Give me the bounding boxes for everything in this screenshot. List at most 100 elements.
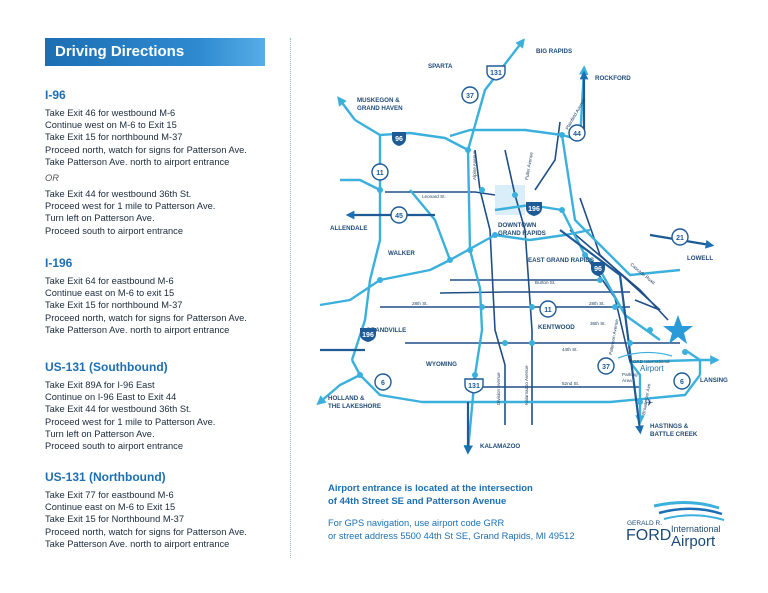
info-line: For GPS navigation, use airport code GRR: [328, 518, 505, 528]
label-walker: WALKER: [388, 250, 415, 257]
direction-step: Take Exit 89A for I-96 East: [45, 380, 155, 390]
svg-text:6: 6: [381, 380, 385, 387]
label-rockford: ROCKFORD: [595, 75, 631, 82]
label-holland: HOLLAND &: [328, 395, 365, 402]
svg-text:45: 45: [395, 213, 403, 220]
direction-step: Take Exit 77 for eastbound M-6: [45, 490, 174, 500]
direction-step: Proceed west for 1 mile to Patterson Ave…: [45, 416, 216, 427]
airport-map-label: FORD International: [630, 359, 670, 364]
label-grand-haven: GRAND HAVEN: [357, 105, 403, 112]
svg-text:37: 37: [602, 364, 610, 371]
route-shields: 96 196 196 96 131 131 37 37 44 11 11 45 …: [360, 65, 691, 394]
label-alpine: Alpine Avenue: [472, 150, 477, 180]
28th-street-line: [439, 291, 630, 294]
i96-northeast: [560, 134, 681, 277]
label-downtown: DOWNTOWN: [498, 222, 537, 229]
route-us131-south: US-131 (Southbound) Take Exit 89A for I-…: [45, 360, 285, 452]
airplane-icon: ✈: [645, 398, 653, 409]
i96-east-lansing: [629, 355, 720, 365]
column-divider: [290, 38, 291, 558]
info-line: Airport entrance is located at the inter…: [328, 483, 533, 494]
i196-west: [379, 233, 496, 282]
direction-step: Take Patterson Ave. north to airport ent…: [45, 538, 230, 549]
direction-step: Take Exit 44 for westbound 36th St.: [45, 404, 192, 415]
direction-step: Proceed north, watch for signs for Patte…: [45, 312, 247, 323]
direction-step: Take Patterson Ave. north to airport ent…: [45, 324, 230, 335]
airport-star-icon: [663, 315, 693, 344]
route-title: US-131 (Southbound): [45, 360, 168, 374]
airport-info: Airport entrance is located at the inter…: [328, 482, 618, 543]
label-battle-creek: BATTLE CREEK: [650, 431, 698, 438]
m11-shield-west: 11: [371, 163, 389, 181]
svg-text:11: 11: [376, 170, 384, 177]
route-i96: I-96 Take Exit 46 for westbound M-6 Cont…: [45, 88, 285, 237]
svg-text:96: 96: [395, 136, 403, 143]
m6-shield-east: 6: [673, 372, 691, 390]
i196-end: [319, 279, 381, 307]
label-lowell: LOWELL: [687, 255, 713, 262]
label-allendale: ALLENDALE: [330, 225, 367, 232]
label-44th: 44th St.: [562, 347, 578, 352]
hastings-arrow: [559, 229, 644, 435]
route-i196: I-196 Take Exit 64 for eastbound M-6 Con…: [45, 256, 285, 336]
direction-step: Proceed south to airport entrance: [45, 225, 183, 236]
i96-shield-east: 96: [591, 262, 605, 276]
m21-shield: 21: [671, 228, 689, 246]
svg-text:11: 11: [544, 307, 552, 314]
label-sparta: SPARTA: [428, 63, 453, 70]
leonard-street: [385, 191, 496, 196]
label-fuller: Fuller Avenue: [524, 151, 534, 180]
direction-step: Take Exit 15 for northbound M-37: [45, 300, 183, 311]
label-big-rapids: BIG RAPIDS: [536, 48, 572, 55]
i96-shield-north: 96: [392, 132, 406, 146]
m45-shield: 45: [390, 206, 408, 224]
label-parking: Parking: [622, 372, 638, 377]
label-52nd: 52nd St.: [562, 381, 579, 386]
direction-step: Turn left on Patterson Ave.: [45, 213, 155, 224]
alpine-avenue: [474, 149, 506, 366]
i96-west: [354, 118, 469, 152]
direction-step: Proceed west for 1 mile to Patterson Ave…: [45, 201, 216, 212]
label-28th-east: 28th St.: [589, 301, 605, 306]
us131-shield-north: 131: [486, 65, 506, 81]
label-kalamazoo: KALAMAZOO: [480, 443, 520, 450]
label-burton: Burton St.: [535, 280, 555, 285]
direction-step: Continue on I-96 East to Exit 44: [45, 392, 177, 403]
us131-shield-south: 131: [464, 378, 484, 394]
i196-shield-downtown: 196: [526, 202, 542, 216]
label-leonard: Leonard St.: [422, 194, 446, 199]
svg-text:131: 131: [490, 70, 502, 77]
label-hastings: HASTINGS &: [650, 423, 689, 430]
label-lakeshore: THE LAKESHORE: [328, 403, 381, 410]
direction-step: Take Exit 15 for Northbound M-37: [45, 514, 185, 525]
info-line: or street address 5500 44th St SE, Grand…: [328, 531, 575, 541]
label-kentwood: KENTWOOD: [538, 324, 575, 331]
junction-dots: [357, 132, 688, 405]
m6-east: [468, 374, 701, 404]
area-map: FORD International Airport ✈ SPARTA BIG …: [316, 38, 728, 455]
direction-step: Take Patterson Ave. north to airport ent…: [45, 156, 230, 167]
logo-ford: FORD: [626, 527, 671, 544]
airport-map-logo: FORD International Airport ✈: [617, 351, 673, 409]
m44-shield: 44: [568, 124, 586, 142]
svg-text:44: 44: [573, 131, 581, 138]
svg-text:131: 131: [468, 383, 480, 390]
svg-text:196: 196: [362, 332, 374, 339]
label-lansing: LANSING: [700, 377, 728, 384]
m45-link: [340, 178, 381, 192]
logo-airport: Airport: [671, 533, 716, 550]
label-36th: 36th St.: [590, 321, 606, 326]
direction-step: Proceed north, watch for signs for Patte…: [45, 144, 247, 155]
logo-international: International: [671, 524, 721, 534]
us131-south: [463, 249, 484, 455]
36th-link: [634, 299, 661, 311]
direction-step: Take Exit 46 for westbound M-6: [45, 108, 176, 118]
direction-step: Take Exit 64 for eastbound M-6: [45, 276, 174, 286]
m6-holland: [316, 373, 361, 406]
direction-step: Continue east on M-6 to Exit 15: [45, 502, 176, 513]
m6-west: [350, 359, 468, 404]
direction-step: Turn left on Patterson Ave.: [45, 428, 155, 439]
label-grandville: GRANDVILLE: [366, 327, 406, 334]
m37-shield-north: 37: [461, 86, 479, 104]
label-kalamazoo-ave: Kalamazoo Avenue: [524, 365, 529, 405]
